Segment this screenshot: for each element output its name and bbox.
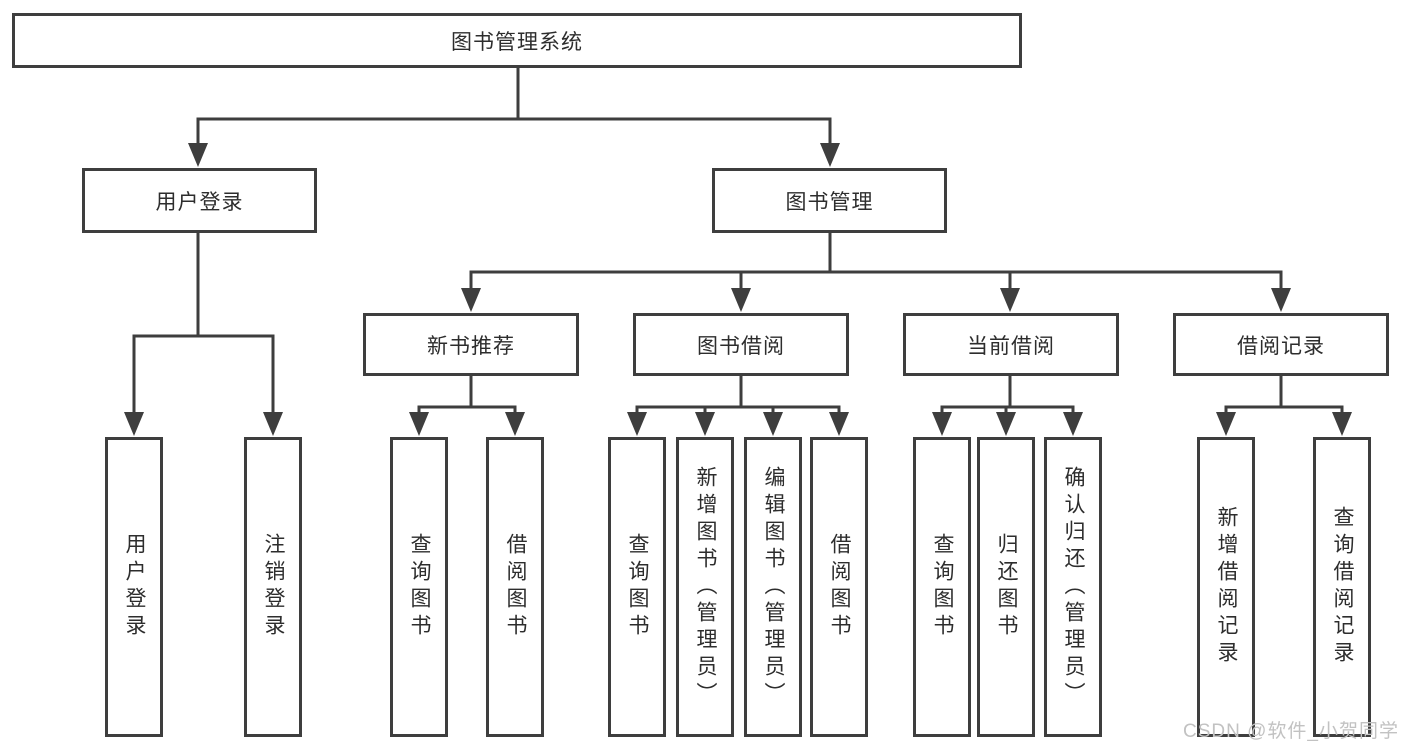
connector-bookborrow-rail xyxy=(635,405,841,412)
arrow-leaf-logout xyxy=(263,412,283,436)
leaf-query-book-2: 查询图书 xyxy=(608,437,666,737)
arrow-leaf-confirm-return xyxy=(1063,412,1083,436)
arrow-leaf-return-book xyxy=(996,412,1016,436)
arrow-borrow-record xyxy=(1271,288,1291,312)
connector-userlogin-rail xyxy=(132,334,275,412)
arrow-user-login xyxy=(188,143,208,167)
node-borrow-record: 借阅记录 xyxy=(1173,313,1389,376)
arrow-book-borrow xyxy=(731,288,751,312)
arrow-leaf-query-book-3 xyxy=(932,412,952,436)
arrow-leaf-borrow-book-1 xyxy=(505,412,525,436)
arrow-leaf-query-borrow-record xyxy=(1332,412,1352,436)
leaf-add-borrow-record: 新增借阅记录 xyxy=(1197,437,1255,737)
arrow-book-management xyxy=(820,143,840,167)
node-new-book-recommend: 新书推荐 xyxy=(363,313,579,376)
connector-newbook-rail xyxy=(417,405,517,412)
leaf-confirm-return-admin: 确认归还（管理员） xyxy=(1044,437,1102,737)
node-current-borrow: 当前借阅 xyxy=(903,313,1119,376)
leaf-query-book-3: 查询图书 xyxy=(913,437,971,737)
leaf-add-book-admin: 新增图书（管理员） xyxy=(676,437,734,737)
leaf-query-borrow-record: 查询借阅记录 xyxy=(1313,437,1371,737)
leaf-borrow-book-1: 借阅图书 xyxy=(486,437,544,737)
arrow-leaf-edit-book xyxy=(763,412,783,436)
arrow-leaf-query-book-2 xyxy=(627,412,647,436)
node-user-login: 用户登录 xyxy=(82,168,317,233)
connector-borrowrecord-rail xyxy=(1224,405,1344,412)
arrow-leaf-add-book xyxy=(695,412,715,436)
leaf-return-book: 归还图书 xyxy=(977,437,1035,737)
leaf-borrow-book-2: 借阅图书 xyxy=(810,437,868,737)
node-book-borrow: 图书借阅 xyxy=(633,313,849,376)
arrow-new-book-recommend xyxy=(461,288,481,312)
node-system-title: 图书管理系统 xyxy=(12,13,1022,68)
csdn-watermark: CSDN @软件_小贺同学 xyxy=(1183,721,1399,742)
leaf-query-book-1: 查询图书 xyxy=(390,437,448,737)
leaf-user-login: 用户登录 xyxy=(105,437,163,737)
leaf-edit-book-admin: 编辑图书（管理员） xyxy=(744,437,802,737)
arrow-current-borrow xyxy=(1000,288,1020,312)
arrow-leaf-borrow-book-2 xyxy=(829,412,849,436)
connector-root-rail xyxy=(196,117,832,144)
arrow-leaf-user-login xyxy=(124,412,144,436)
leaf-logout: 注销登录 xyxy=(244,437,302,737)
arrow-leaf-add-borrow-record xyxy=(1216,412,1236,436)
arrow-leaf-query-book-1 xyxy=(409,412,429,436)
node-book-management: 图书管理 xyxy=(712,168,947,233)
connector-bookmgmt-rail xyxy=(469,270,1283,289)
